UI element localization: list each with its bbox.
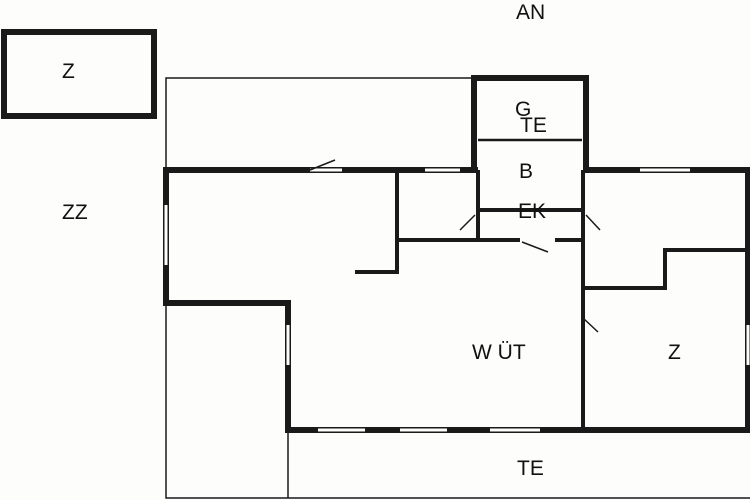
- label-te-top: TE: [520, 114, 547, 137]
- windows: [164, 168, 750, 432]
- exterior-walls: [163, 75, 750, 433]
- label-zz: ZZ: [62, 201, 88, 224]
- label-z-right: Z: [668, 341, 681, 364]
- label-w-ut: W ÜT: [472, 341, 526, 364]
- door-swings: [309, 159, 601, 333]
- label-g: G: [515, 98, 531, 121]
- label-z-detached: Z: [62, 60, 75, 83]
- interior-walls: [355, 138, 745, 430]
- label-te-bottom: TE: [517, 457, 544, 480]
- outline-thin: [165, 77, 750, 499]
- label-ek: EK: [518, 200, 546, 223]
- label-an: AN: [516, 1, 545, 24]
- room-z-detached: [1, 29, 157, 119]
- label-b: B: [519, 160, 533, 183]
